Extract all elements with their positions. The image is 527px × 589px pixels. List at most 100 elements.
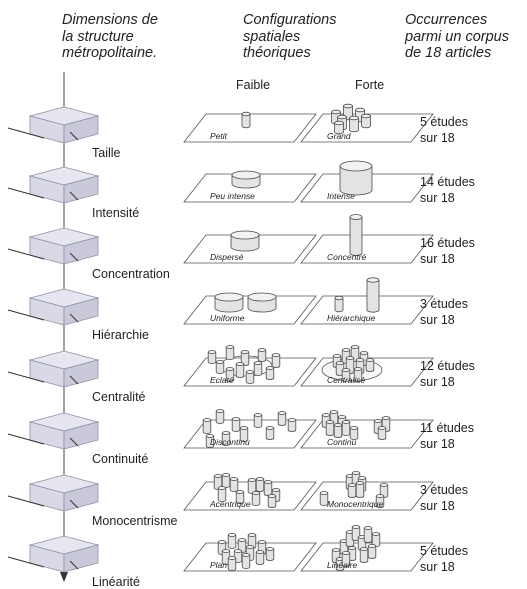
cylinder-top bbox=[227, 556, 237, 560]
cylinder-body bbox=[205, 436, 215, 448]
cylinder-body bbox=[251, 493, 261, 506]
cylinder-icon bbox=[245, 370, 255, 384]
cylinder-icon bbox=[221, 431, 231, 446]
cylinder-icon bbox=[349, 115, 359, 133]
occurrence-count-line: 3 études bbox=[420, 297, 468, 311]
cube-pointer-line bbox=[7, 187, 45, 199]
cylinder-top bbox=[255, 550, 265, 554]
cylinder-body bbox=[367, 546, 377, 559]
cylinder-top bbox=[205, 434, 215, 438]
cylinder-top bbox=[265, 547, 275, 551]
cylinder-icon bbox=[361, 113, 371, 129]
cylinder-top bbox=[217, 486, 227, 490]
cylinder-body bbox=[349, 217, 363, 256]
cylinder-top bbox=[255, 477, 265, 481]
cube-pointer-tick bbox=[69, 499, 79, 509]
dimension-label: Continuité bbox=[92, 452, 149, 466]
occurrence-count-line: sur 18 bbox=[420, 499, 455, 513]
cylinder-top bbox=[247, 478, 257, 482]
cube-pointer-line bbox=[7, 556, 45, 568]
cylinder-icon bbox=[271, 353, 281, 368]
cylinder-icon bbox=[349, 214, 363, 256]
cylinder-icon bbox=[377, 426, 387, 440]
cylinder-top bbox=[215, 409, 225, 413]
cylinder-body bbox=[375, 496, 385, 508]
cube-right-face bbox=[63, 115, 99, 144]
cylinder-top bbox=[331, 548, 341, 552]
cylinder-body bbox=[334, 123, 344, 135]
cylinder-top bbox=[341, 348, 351, 352]
cylinder-top bbox=[351, 525, 361, 529]
cylinder-icon bbox=[235, 362, 245, 378]
strong-configuration-label: Hiérarchique bbox=[327, 313, 375, 323]
cube-icon bbox=[7, 350, 100, 388]
cylinder-top bbox=[365, 358, 375, 362]
cylinder-top bbox=[367, 544, 377, 548]
cylinder-top bbox=[231, 170, 261, 180]
cylinder-icon bbox=[359, 547, 369, 563]
cylinder-top bbox=[366, 277, 380, 283]
cylinder-icon bbox=[334, 120, 344, 135]
cylinder-body bbox=[339, 166, 373, 196]
cylinder-body bbox=[363, 528, 373, 543]
cylinder-top bbox=[349, 426, 359, 430]
cube-icon bbox=[7, 227, 100, 265]
cylinder-icon bbox=[353, 367, 363, 382]
cylinder-icon bbox=[265, 366, 275, 380]
cylinder-top bbox=[349, 115, 359, 121]
occurrence-count-line: 3 études bbox=[420, 483, 468, 497]
column-header-weak: Faible bbox=[236, 78, 271, 92]
cylinder-body bbox=[349, 428, 359, 440]
cylinder-body bbox=[347, 485, 357, 498]
cylinder-top bbox=[247, 533, 257, 537]
cylinder-top bbox=[341, 420, 351, 424]
cylinder-top bbox=[341, 368, 351, 372]
cylinder-body bbox=[225, 347, 235, 360]
cube-icon bbox=[7, 106, 100, 144]
cylinder-icon bbox=[333, 423, 343, 438]
strong-configuration-label: Linéaire bbox=[327, 560, 358, 570]
cylinder-top bbox=[213, 474, 223, 478]
cylinder-top bbox=[257, 348, 267, 352]
cylinder-body bbox=[253, 415, 263, 428]
configuration-plane bbox=[300, 419, 434, 449]
occurrence-count-line: 12 études bbox=[420, 359, 475, 373]
cylinder-icon bbox=[225, 367, 235, 382]
cylinder-body bbox=[225, 369, 235, 382]
cylinder-top bbox=[202, 418, 212, 422]
occurrence-count-line: 16 études bbox=[420, 236, 475, 250]
cube-pointer-line bbox=[7, 248, 45, 260]
configuration-plane bbox=[300, 234, 434, 264]
header-dimensions-line: la structure bbox=[62, 28, 134, 45]
cube-icon bbox=[7, 412, 100, 450]
header-configurations-line: spatiales bbox=[243, 28, 301, 45]
cylinder-icon bbox=[255, 477, 265, 492]
cylinder-top bbox=[355, 107, 365, 113]
cylinder-top bbox=[217, 540, 227, 544]
cylinder-body bbox=[334, 298, 344, 313]
cylinder-icon bbox=[221, 473, 231, 488]
cylinder-top bbox=[350, 345, 360, 349]
cube-pointer-tick bbox=[69, 313, 79, 323]
cube-right-face bbox=[63, 544, 99, 573]
cylinder-body bbox=[263, 482, 273, 496]
cylinder-top bbox=[221, 549, 231, 553]
configuration-plane bbox=[183, 113, 317, 143]
cylinder-icon bbox=[341, 551, 351, 567]
cube-pointer-tick bbox=[69, 560, 79, 570]
cylinder-icon bbox=[347, 483, 357, 498]
cylinder-icon bbox=[215, 360, 225, 374]
cylinder-top bbox=[215, 360, 225, 364]
cylinder-top bbox=[375, 494, 385, 498]
cube-icon bbox=[7, 288, 100, 326]
cylinder-top bbox=[229, 477, 239, 481]
cylinder-body bbox=[207, 352, 217, 364]
occurrence-count-line: sur 18 bbox=[420, 560, 455, 574]
cube-icon bbox=[7, 166, 100, 204]
cylinder-icon bbox=[233, 549, 243, 563]
